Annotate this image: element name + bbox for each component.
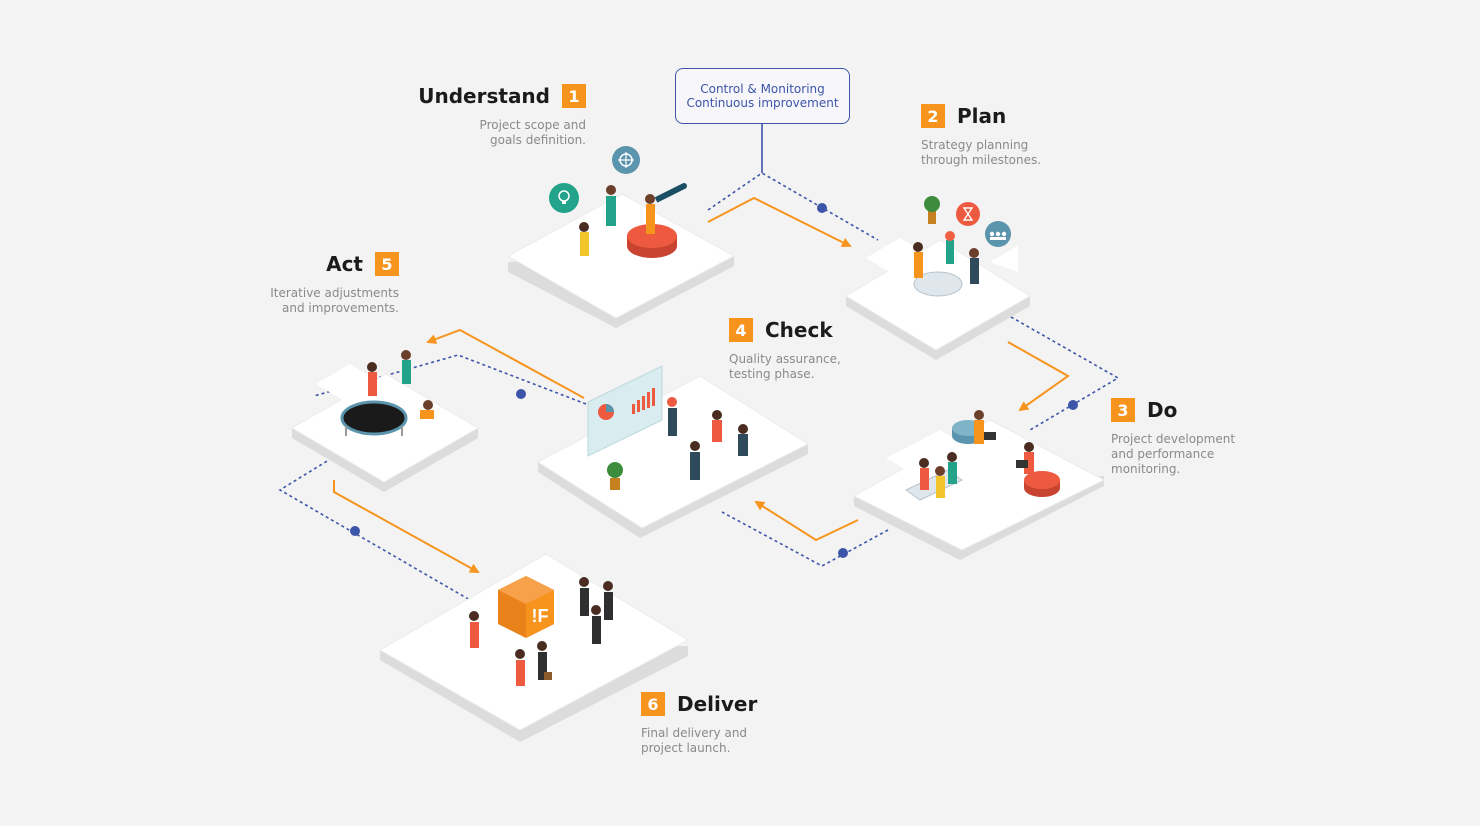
step-description: Final delivery and project launch. (641, 726, 748, 755)
step-deliver: 6 Deliver Final delivery and project lau… (641, 692, 841, 756)
act-illustration (340, 350, 434, 436)
step-number-badge: 4 (729, 318, 753, 342)
do-illustration (905, 410, 1060, 501)
step-number-badge: 6 (641, 692, 665, 716)
step-description: Iterative adjustments and improvements. (270, 286, 399, 315)
step-title: Understand (418, 84, 550, 108)
understand-illustration (549, 146, 686, 258)
step-title: Deliver (677, 692, 758, 716)
step-title: Do (1147, 398, 1178, 422)
lightbulb-icon (558, 190, 570, 204)
step-title: Act (326, 252, 363, 276)
platform-check (537, 375, 810, 538)
hourglass-icon (962, 207, 974, 221)
step-check: 4 Check Quality assurance, testing phase… (729, 318, 929, 382)
step-description: Project scope and goals definition. (479, 118, 586, 147)
step-number-badge: 1 (562, 84, 586, 108)
connector-dots (350, 203, 1078, 558)
step-description: Project development and performance moni… (1111, 432, 1236, 476)
control-monitoring-box: Control & Monitoring Continuous improvem… (675, 68, 850, 124)
step-number-badge: 3 (1111, 398, 1135, 422)
telescope-icon (681, 183, 687, 189)
step-title: Plan (957, 104, 1007, 128)
step-number-badge: 5 (375, 252, 399, 276)
team-icon (989, 231, 1007, 240)
flow-arrows (333, 196, 1070, 573)
step-plan: 2 Plan Strategy planning through milesto… (921, 104, 1141, 168)
laptop-icon (984, 432, 1028, 468)
target-icon (618, 152, 634, 168)
control-box-line-1: Control & Monitoring (700, 82, 825, 96)
step-description: Quality assurance, testing phase. (729, 352, 841, 381)
platform-understand (506, 193, 736, 328)
step-description: Strategy planning through milestones. (921, 138, 1042, 167)
step-understand: Understand 1 Project scope and goals def… (390, 84, 586, 148)
control-box-line-2: Continuous improvement (686, 96, 839, 110)
step-title: Check (765, 318, 833, 342)
deliver-illustration (469, 576, 613, 686)
check-illustration (587, 365, 748, 490)
step-do: 3 Do Project development and performance… (1111, 398, 1311, 477)
step-act: Act 5 Iterative adjustments and improvem… (230, 252, 399, 316)
step-number-badge: 2 (921, 104, 945, 128)
delivery-box-logo: !F (532, 606, 549, 626)
